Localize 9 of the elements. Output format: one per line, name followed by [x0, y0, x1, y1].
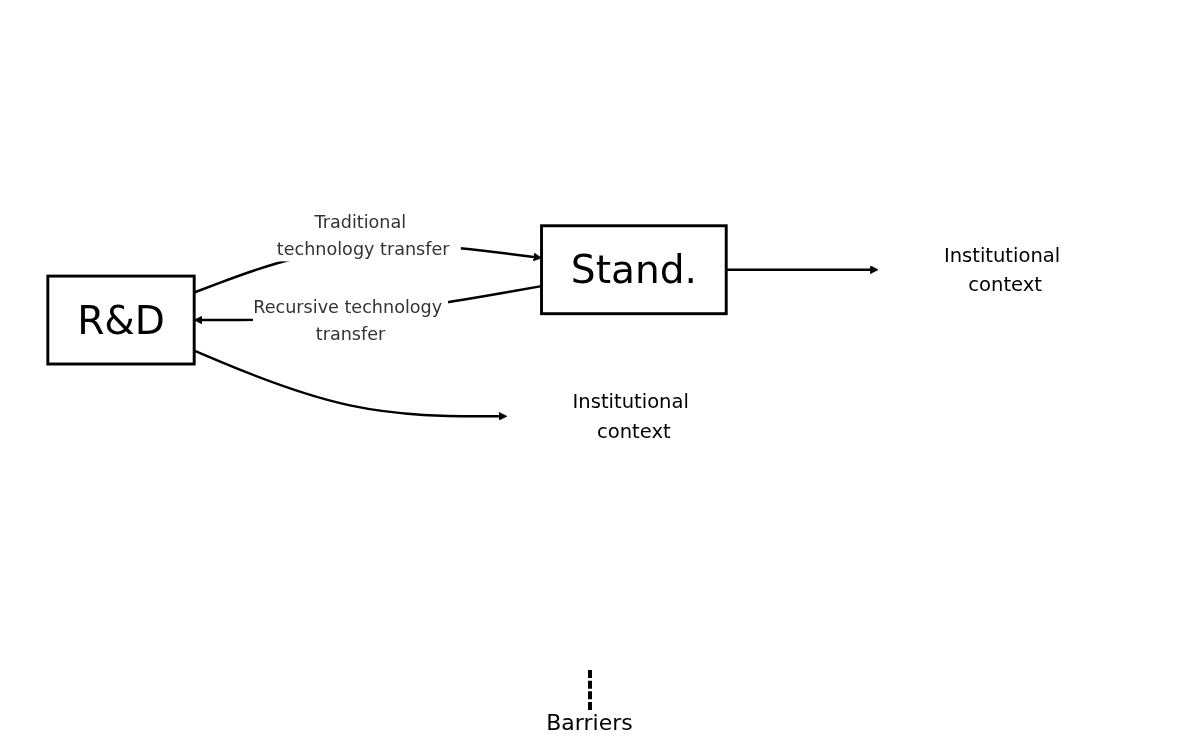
edge-label: Traditional technology transfer [276, 212, 450, 260]
arrow [193, 350, 507, 422]
node-text: Institutional context [943, 243, 1060, 297]
node-text: Institutional context [572, 390, 689, 444]
node-box: Stand. [539, 224, 728, 316]
arrow [725, 265, 878, 275]
node-box: R&D [45, 275, 196, 366]
barrier-label: Barriers [546, 710, 633, 735]
edge-label: Recursive technology transfer [252, 297, 442, 344]
